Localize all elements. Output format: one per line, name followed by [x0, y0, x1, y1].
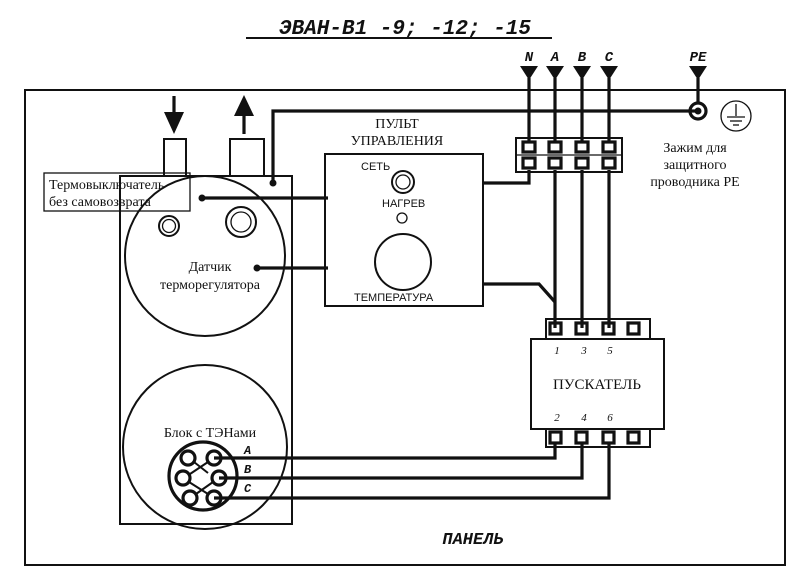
contactor-output-2: 2: [554, 412, 560, 424]
sensor-label-line2: терморегулятора: [160, 278, 261, 293]
heater-terminals: [174, 449, 228, 507]
contactor-bottom-screws: [548, 430, 641, 445]
supply-n-label: N: [525, 50, 534, 66]
thermal-cutout-label-line2: без самовозврата: [49, 195, 152, 210]
sensor-label-line1: Датчик: [189, 260, 232, 275]
diagram-title: ЭВАН-В1 -9; -12; -15: [279, 18, 531, 41]
thermal-cutout-label-box: [43, 172, 191, 212]
thermal-cutout-label-line1: Термовыключатель: [49, 178, 164, 193]
thermal-cutout-knob: [158, 215, 180, 237]
contactor-input-1: 1: [554, 345, 560, 357]
thermal-cutout-knob-inner: [161, 218, 177, 234]
heat-indicator-lamp: [396, 212, 408, 224]
supply-a-label: A: [550, 50, 559, 66]
thermal-cutout-dot: [198, 194, 206, 202]
contactor-bottom-terminals: [545, 428, 651, 448]
wire-phase-c-to-heater: [214, 444, 611, 500]
contactor-top-screws: [548, 321, 641, 336]
outlet-pipe: [229, 138, 265, 177]
heater-terminal-ring: [167, 440, 239, 512]
contactor-output-4: 4: [581, 412, 587, 424]
wire-phase-b-to-heater: [219, 444, 584, 480]
phase-lines-to-contactor: [553, 170, 611, 328]
wire-n-to-panel: [483, 170, 531, 185]
heat-indicator-label: НАГРЕВ: [382, 198, 425, 210]
supply-b-label: B: [578, 50, 587, 66]
arrow-up-icon: [234, 95, 254, 134]
supply-arrow-icons: [520, 66, 707, 80]
supply-c-label: C: [605, 50, 614, 66]
contactor-output-6: 6: [607, 412, 613, 424]
wire-pe: [271, 109, 698, 183]
temperature-label: ТЕМПЕРАТУРА: [354, 292, 434, 304]
contactor-input-3: 3: [580, 345, 587, 357]
heater-block-label: Блок с ТЭНами: [164, 426, 257, 441]
supply-pe-label: PE: [690, 50, 707, 66]
contactor-label: ПУСКАТЕЛЬ: [553, 377, 641, 393]
boiler-pe-dot: [269, 179, 277, 187]
power-indicator-label: СЕТЬ: [361, 161, 390, 173]
sensor-dot: [253, 264, 261, 272]
supply-lines: [527, 78, 700, 142]
input-terminal-screws: [521, 140, 617, 170]
pe-caption-line1: Зажим для: [663, 141, 727, 156]
heater-phase-c: C: [244, 482, 252, 496]
power-button[interactable]: [391, 170, 415, 194]
arrow-down-icon: [164, 96, 184, 134]
power-button-inner: [395, 174, 411, 190]
boiler-top-flange: [124, 175, 286, 337]
control-panel-title-line2: УПРАВЛЕНИЯ: [351, 134, 444, 149]
inlet-pipe: [163, 138, 187, 177]
contactor-input-5: 5: [607, 345, 613, 357]
sensor-knob-inner: [230, 211, 252, 233]
control-panel-title-line1: ПУЛЬТ: [375, 117, 419, 132]
pe-caption-line3: проводника PE: [650, 175, 739, 190]
pe-terminal-center: [694, 107, 702, 115]
wire-phase-a-to-heater: [214, 444, 557, 460]
pe-caption-line2: защитного: [663, 158, 726, 173]
panel-label: ПАНЕЛЬ: [442, 531, 503, 550]
ground-icon: [720, 100, 752, 132]
heater-phase-a: A: [243, 444, 251, 458]
sensor-knob: [225, 206, 257, 238]
wire-panel-to-contactor: [483, 282, 557, 304]
control-panel-box: [324, 153, 484, 307]
temperature-knob[interactable]: [374, 233, 432, 291]
heater-block-flange: [122, 364, 288, 530]
heater-phase-b: B: [244, 463, 252, 477]
panel-frame: [24, 89, 786, 566]
